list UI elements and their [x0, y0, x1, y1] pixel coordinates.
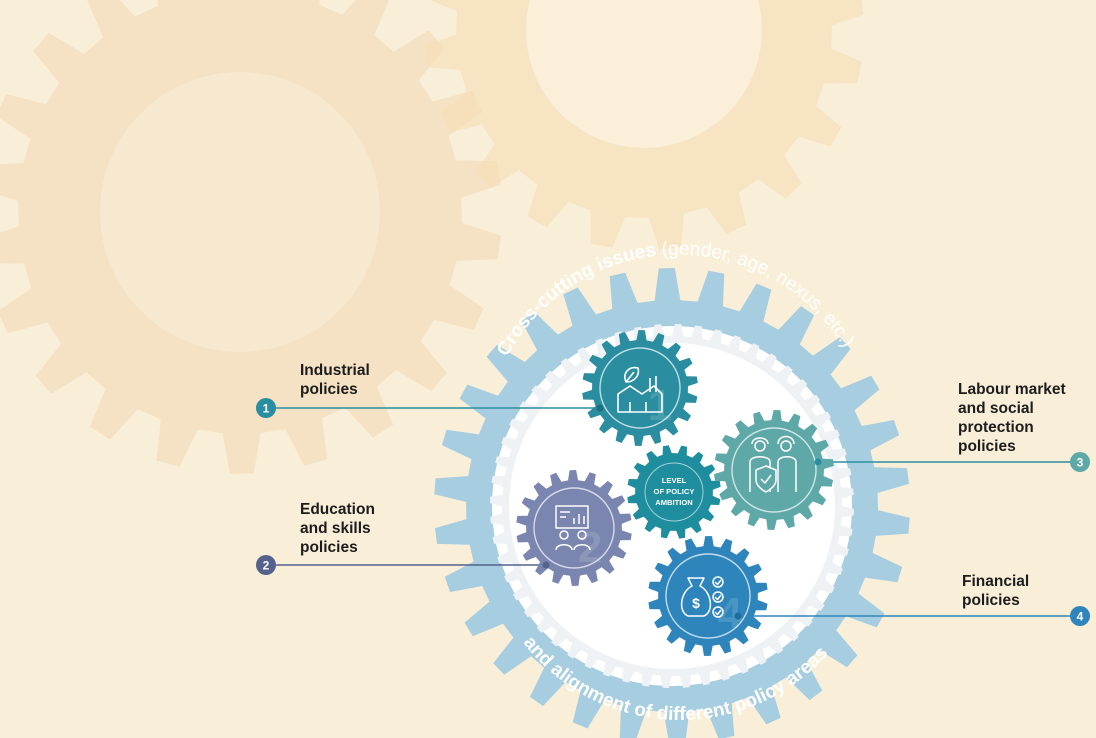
label-education-line1: Education — [300, 501, 375, 518]
workers-shield-icon — [749, 435, 797, 493]
svg-text:1: 1 — [648, 381, 672, 430]
policy-gear-labour — [714, 410, 834, 530]
callout-education: 2 Education and skills policies — [256, 501, 375, 575]
background-gear-right — [424, 0, 864, 250]
label-industrial-line2: policies — [300, 381, 358, 398]
label-labour-line4: policies — [958, 438, 1016, 455]
policy-gear-industrial: 1 — [582, 330, 698, 446]
label-labour-line3: protection — [958, 419, 1034, 436]
connector-lines — [276, 407, 1076, 617]
policy-gear-education: 2 — [516, 470, 632, 586]
number-badge-1-text: 1 — [263, 402, 270, 416]
background-gear-left — [0, 0, 501, 474]
center-gear: LEVEL OF POLICY AMBITION — [627, 445, 721, 539]
label-industrial-line1: Industrial — [300, 362, 370, 379]
classroom-icon — [555, 505, 591, 551]
number-badge-3 — [1070, 452, 1090, 472]
label-labour-line1: Labour market — [958, 381, 1066, 398]
callout-labour: 3 Labour market and social protection po… — [958, 381, 1090, 472]
callout-financial: 4 Financial policies — [962, 573, 1090, 626]
factory-leaf-icon — [617, 366, 663, 413]
label-education-line3: policies — [300, 539, 358, 556]
svg-text:$: $ — [692, 595, 700, 611]
number-badge-3-text: 3 — [1077, 456, 1084, 470]
number-badge-4 — [1070, 606, 1090, 626]
center-line-1: LEVEL — [662, 476, 687, 485]
number-badge-4-text: 4 — [1077, 610, 1084, 624]
center-line-3: AMBITION — [655, 498, 693, 507]
number-badge-1 — [256, 398, 276, 418]
number-badge-2 — [256, 555, 276, 575]
label-labour-line2: and social — [958, 400, 1034, 417]
money-bag-checklist-icon: $ — [680, 576, 724, 618]
label-education-line2: and skills — [300, 520, 371, 537]
policy-gear-financial: 4 $ — [648, 536, 768, 656]
label-financial-line2: policies — [962, 592, 1020, 609]
number-badge-2-text: 2 — [263, 559, 270, 573]
callout-industrial: 1 Industrial policies — [256, 362, 370, 418]
label-financial-line1: Financial — [962, 573, 1029, 590]
center-line-2: OF POLICY — [654, 487, 695, 496]
